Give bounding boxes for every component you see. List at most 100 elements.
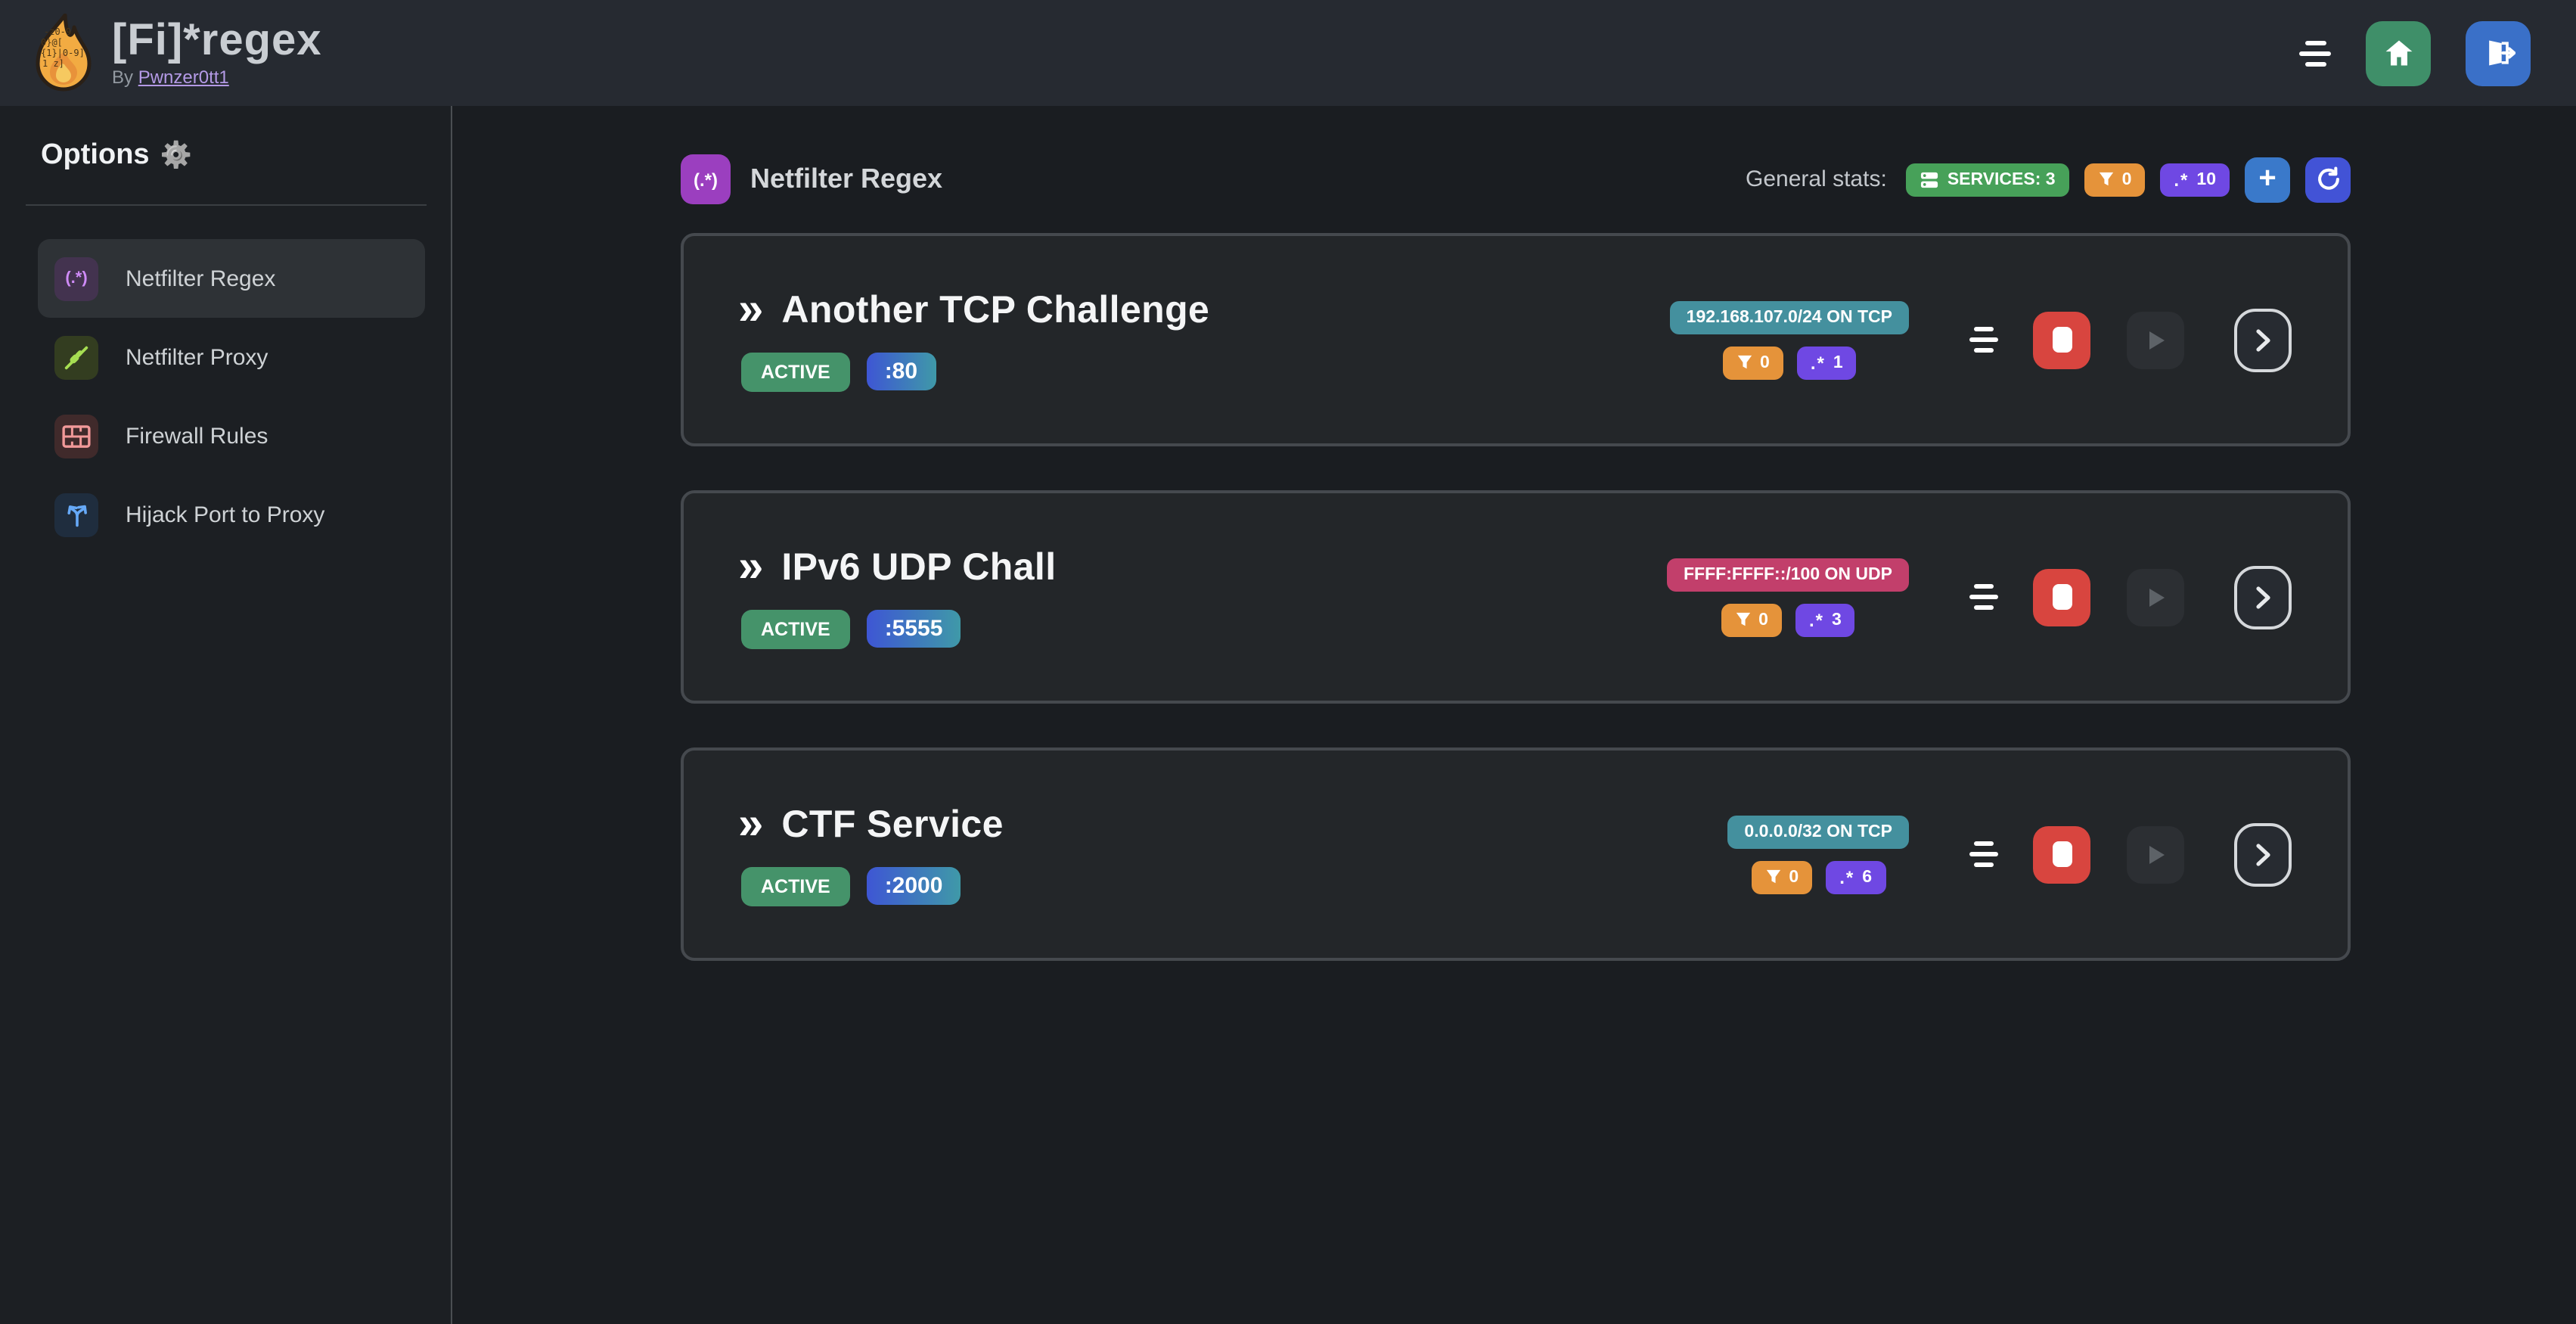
- stop-service-button[interactable]: [2033, 825, 2090, 883]
- sidebar-item-label: Netfilter Regex: [126, 266, 276, 291]
- filter-funnel-icon: [2099, 172, 2113, 186]
- logout-icon: [2488, 40, 2515, 66]
- chevrons-icon: »: [738, 799, 764, 849]
- home-button[interactable]: [2366, 20, 2431, 85]
- service-menu-icon[interactable]: [1969, 584, 1998, 610]
- sidebar-item-label: Hijack Port to Proxy: [126, 502, 325, 527]
- firewall-brick-icon: [54, 414, 98, 458]
- add-service-button[interactable]: +: [2245, 157, 2290, 202]
- service-regexes-badge: .* 1: [1796, 346, 1857, 379]
- sidebar-item-label: Netfilter Proxy: [126, 344, 268, 370]
- regex-glyph-icon: .*: [2174, 169, 2190, 190]
- service-name: CTF Service: [781, 803, 1004, 845]
- filters-count-badge: 0: [2084, 163, 2146, 196]
- service-regexes-count: 3: [1832, 611, 1842, 629]
- svg-text:-z0-9: -z0-9: [44, 26, 71, 36]
- port-badge: :2000: [866, 867, 961, 905]
- open-service-button[interactable]: [2234, 565, 2292, 629]
- logout-button[interactable]: [2466, 20, 2531, 85]
- chevrons-icon: »: [738, 284, 764, 334]
- refresh-icon: [2317, 166, 2339, 190]
- chevron-right-icon: [2256, 328, 2270, 351]
- service-regexes-count: 1: [1833, 353, 1843, 371]
- home-icon: [2385, 40, 2412, 66]
- top-bar: -z0-9 0}@[ {1}|0-9] 1 z] [Fi]*regex By P…: [0, 0, 2576, 106]
- service-card-ctf-service: » CTF Service ACTIVE :2000 0.0.0.0/32 ON…: [681, 747, 2351, 961]
- sidebar-item-firewall-rules[interactable]: Firewall Rules: [38, 396, 425, 475]
- byline-prefix: By: [112, 67, 134, 88]
- chevron-right-icon: [2256, 843, 2270, 866]
- top-actions: [2299, 20, 2531, 85]
- port-badge: :80: [866, 353, 936, 390]
- service-menu-icon[interactable]: [1969, 327, 1998, 353]
- refresh-button[interactable]: [2305, 157, 2351, 202]
- service-name: Another TCP Challenge: [781, 288, 1210, 331]
- regexes-count-label: 10: [2196, 170, 2216, 188]
- service-filters-badge: 0: [1721, 603, 1782, 636]
- regex-icon: (.*): [54, 256, 98, 300]
- start-service-button[interactable]: [2127, 568, 2184, 626]
- svg-text:{1}|0-9]: {1}|0-9]: [41, 47, 85, 57]
- port-badge: :5555: [866, 610, 961, 648]
- byline: By Pwnzer0tt1: [112, 67, 322, 88]
- service-card-another-tcp-challenge: » Another TCP Challenge ACTIVE :80 192.1…: [681, 233, 2351, 446]
- play-icon: [2149, 845, 2165, 863]
- sidebar-item-hijack-port[interactable]: Hijack Port to Proxy: [38, 475, 425, 554]
- service-regexes-badge: .* 3: [1795, 603, 1855, 636]
- stop-service-button[interactable]: [2033, 311, 2090, 368]
- target-badge: 192.168.107.0/24 ON TCP: [1669, 300, 1909, 334]
- service-name: IPv6 UDP Chall: [781, 545, 1057, 588]
- sidebar-item-netfilter-regex[interactable]: (.*) Netfilter Regex: [38, 239, 425, 318]
- service-filters-count: 0: [1758, 611, 1768, 629]
- service-menu-icon[interactable]: [1969, 841, 1998, 867]
- proxy-plug-icon: [54, 335, 98, 379]
- sidebar-item-netfilter-proxy[interactable]: Netfilter Proxy: [38, 318, 425, 396]
- server-icon: [1921, 171, 1938, 188]
- regex-glyph-icon: .*: [1810, 352, 1826, 373]
- stop-icon: [2052, 327, 2072, 353]
- filter-funnel-icon: [1735, 612, 1750, 626]
- filter-funnel-icon: [1736, 355, 1752, 369]
- service-regexes-badge: .* 6: [1826, 860, 1886, 894]
- target-badge: FFFF:FFFF::/100 ON UDP: [1667, 558, 1909, 591]
- regex-glyph-icon: .*: [1839, 866, 1855, 887]
- flame-logo-icon: -z0-9 0}@[ {1}|0-9] 1 z]: [36, 13, 92, 91]
- author-link[interactable]: Pwnzer0tt1: [138, 67, 229, 88]
- service-filters-count: 0: [1760, 353, 1770, 371]
- sidebar-nav: (.*) Netfilter Regex Netfilter Proxy: [0, 239, 451, 554]
- main-header: (.*) Netfilter Regex General stats: SERV…: [681, 154, 2351, 204]
- stop-service-button[interactable]: [2033, 568, 2090, 626]
- status-badge: ACTIVE: [741, 352, 850, 391]
- filter-funnel-icon: [1766, 869, 1780, 884]
- services-count-badge: SERVICES: 3: [1906, 163, 2069, 196]
- sidebar-heading: Options ⚙️: [0, 139, 451, 172]
- service-card-ipv6-udp-chall: » IPv6 UDP Chall ACTIVE :5555 FFFF:FFFF:…: [681, 490, 2351, 704]
- start-service-button[interactable]: [2127, 825, 2184, 883]
- play-icon: [2149, 331, 2165, 349]
- svg-text:1 z]: 1 z]: [42, 57, 64, 68]
- service-regexes-count: 6: [1862, 868, 1873, 886]
- svg-text:0}@[: 0}@[: [41, 36, 63, 47]
- sidebar-item-label: Firewall Rules: [126, 423, 268, 449]
- sidebar-divider: [26, 204, 427, 206]
- chevron-right-icon: [2256, 586, 2270, 608]
- service-filters-count: 0: [1789, 868, 1799, 886]
- service-filters-badge: 0: [1751, 860, 1813, 894]
- open-service-button[interactable]: [2234, 308, 2292, 371]
- services-count-label: SERVICES: 3: [1947, 170, 2056, 188]
- sidebar: Options ⚙️ (.*) Netfilter Regex: [0, 106, 452, 1324]
- stop-icon: [2052, 584, 2072, 610]
- regexes-count-badge: .* 10: [2160, 163, 2230, 196]
- app-title: [Fi]*regex: [112, 17, 322, 65]
- service-filters-badge: 0: [1722, 346, 1783, 379]
- gear-icon: ⚙️: [160, 141, 192, 169]
- stats-label: General stats:: [1746, 166, 1887, 192]
- filters-count-label: 0: [2121, 170, 2132, 188]
- menu-icon[interactable]: [2299, 40, 2331, 66]
- split-arrows-icon: [54, 493, 98, 536]
- start-service-button[interactable]: [2127, 311, 2184, 368]
- target-badge: 0.0.0.0/32 ON TCP: [1727, 815, 1909, 848]
- general-stats: General stats: SERVICES: 3: [1746, 157, 2351, 202]
- open-service-button[interactable]: [2234, 822, 2292, 886]
